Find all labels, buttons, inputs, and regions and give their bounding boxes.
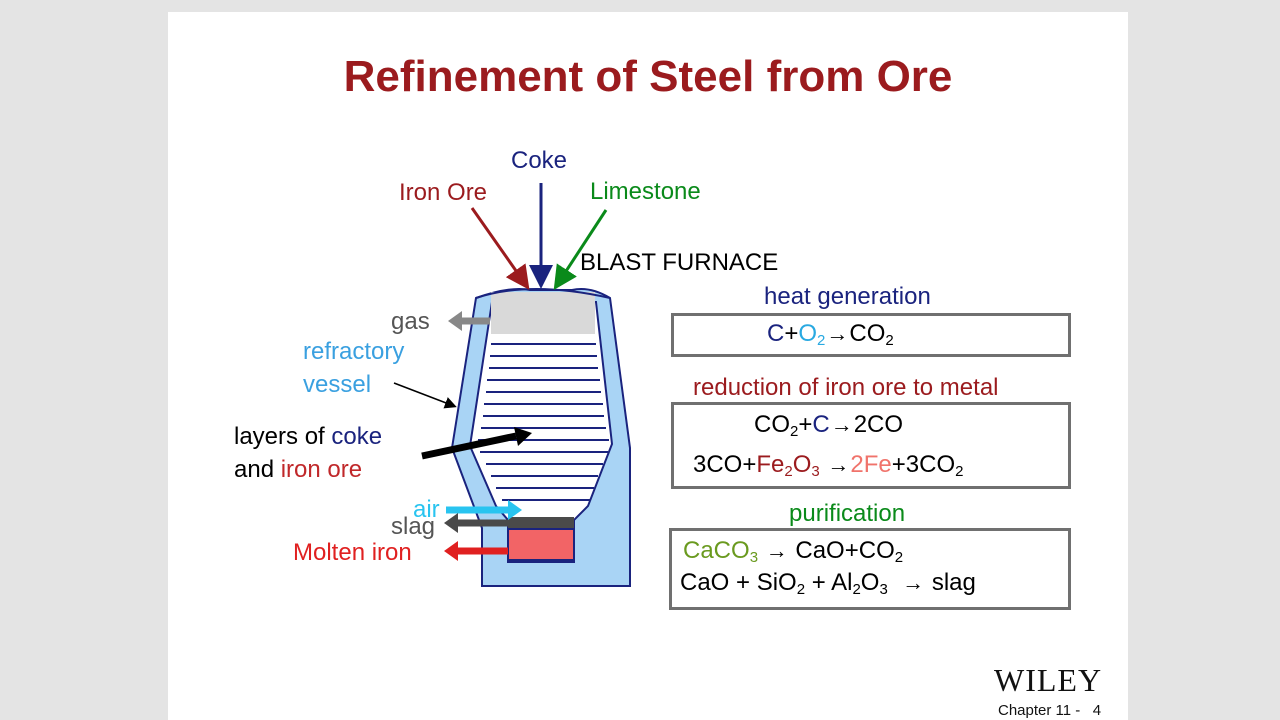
iron-ore-label: Iron Ore — [399, 179, 488, 206]
molten-iron-label: Molten iron — [293, 539, 412, 566]
purification-heading: purification — [789, 500, 906, 527]
iron-ore-arrow — [470, 207, 530, 290]
layers-iron-ore-word: iron ore — [280, 456, 363, 483]
purification-equation-2: CaO + SiO2 + Al2O3 → slag — [680, 569, 976, 598]
reduction-heading: reduction of iron ore to metal — [693, 374, 999, 401]
reduction-equation-box — [671, 402, 1071, 489]
vessel-label: vessel — [303, 371, 372, 398]
limestone-label: Limestone — [590, 178, 701, 205]
air-label: air — [413, 496, 440, 523]
layers-label-line2: and iron ore — [234, 456, 363, 483]
slag-layer — [508, 517, 574, 529]
slag-label: slag — [391, 513, 436, 540]
heat-equation: C+O2→CO2 — [767, 320, 894, 349]
layers-coke-word: coke — [331, 423, 383, 450]
heat-equation-box — [671, 313, 1071, 357]
slide-title: Refinement of Steel from Ore — [343, 52, 953, 101]
purification-equation-1: CaCO3 → CaO+CO2 — [683, 537, 904, 566]
page-number: 4 — [1092, 702, 1102, 719]
blast-furnace-label: BLAST FURNACE — [580, 249, 779, 276]
reduction-equation-1: CO2+C→2CO — [754, 411, 904, 440]
molten-iron-pool — [507, 528, 575, 561]
coke-label: Coke — [511, 147, 568, 174]
furnace-dome — [475, 288, 611, 299]
heat-generation-heading: heat generation — [764, 283, 931, 310]
gas-label: gas — [391, 308, 430, 335]
layers-arrow — [421, 432, 517, 460]
footer-chapter: Chapter 11 - 4 — [998, 702, 1102, 719]
wiley-logo: WILEY — [994, 662, 1103, 698]
refractory-label: refractory — [303, 338, 405, 365]
reduction-equation-2: 3CO+Fe2O3 →2Fe+3CO2 — [693, 451, 964, 480]
refractory-pointer — [393, 382, 457, 409]
purification-equation-box — [669, 528, 1071, 610]
ore-coke-layers — [478, 343, 609, 501]
gas-region — [491, 292, 595, 334]
layers-label-line1: layers of coke — [234, 423, 383, 450]
limestone-arrow — [553, 209, 608, 291]
